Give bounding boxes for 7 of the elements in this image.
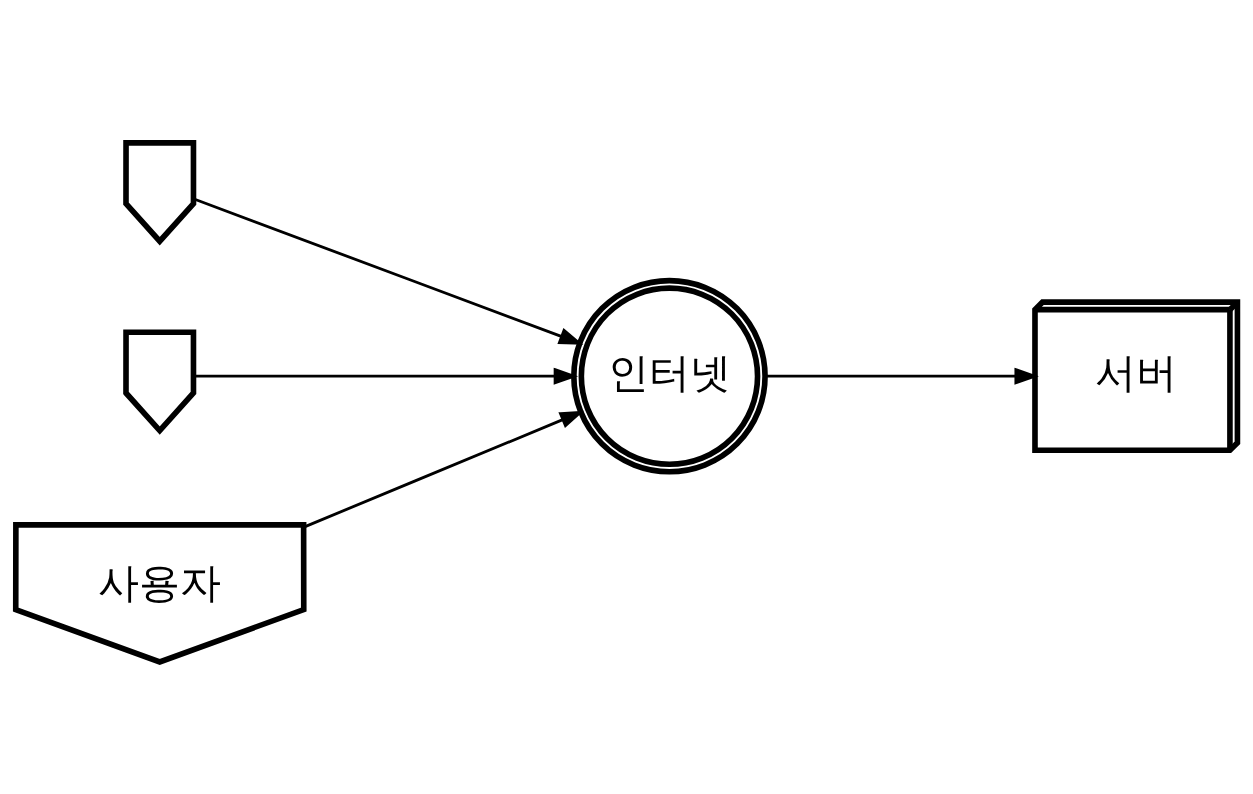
arrow — [303, 410, 585, 529]
arrow — [193, 197, 584, 345]
node-person — [123, 329, 197, 435]
node-person — [123, 140, 197, 246]
arrow — [765, 367, 1039, 385]
node-circle: 인터넷 — [571, 277, 768, 475]
arrow — [194, 367, 579, 385]
